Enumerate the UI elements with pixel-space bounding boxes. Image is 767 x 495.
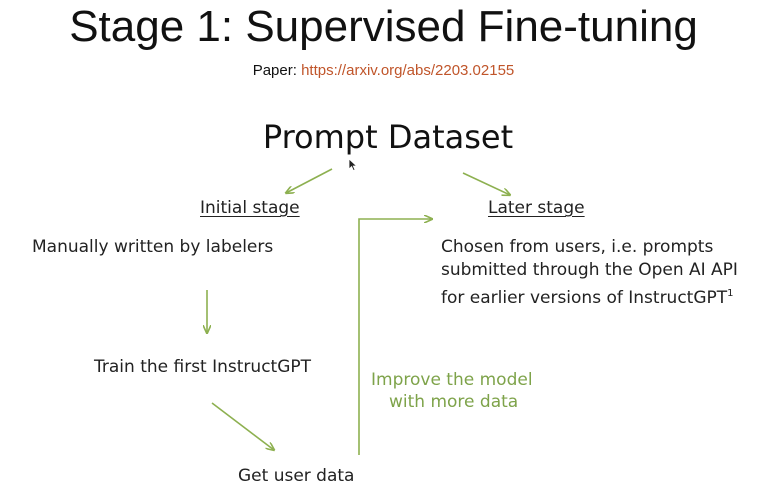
improve-model-label: Improve the model with more data: [371, 369, 533, 413]
footnote-marker: 1: [727, 288, 734, 299]
mouse-pointer-icon: [348, 158, 358, 172]
manually-written-step: Manually written by labelers: [32, 237, 274, 257]
paper-label: Paper:: [252, 62, 302, 79]
arrow-to-initial-stage: [286, 168, 333, 193]
improve-model-line: Improve the model: [371, 370, 533, 390]
arrow-loop-to-later-stage: [358, 219, 432, 455]
improve-model-line: with more data: [389, 392, 519, 412]
later-stage-line: submitted through the Open AI API: [441, 260, 738, 280]
arrow-to-later-stage: [462, 172, 510, 195]
initial-stage-heading: Initial stage: [200, 198, 300, 218]
slide-title: Stage 1: Supervised Fine-tuning: [69, 2, 698, 51]
paper-link[interactable]: https://arxiv.org/abs/2203.02155: [301, 62, 515, 79]
arrow-train-to-getdata: [211, 402, 274, 450]
train-instructgpt-step: Train the first InstructGPT: [94, 357, 312, 377]
later-stage-line-text: for earlier versions of InstructGPT: [441, 288, 728, 308]
later-stage-heading: Later stage: [488, 198, 585, 218]
later-stage-line: Chosen from users, i.e. prompts: [441, 237, 714, 257]
later-stage-line: for earlier versions of InstructGPT1: [441, 282, 738, 310]
later-stage-description: Chosen from users, i.e. prompts submitte…: [441, 236, 738, 310]
get-user-data-step: Get user data: [238, 466, 355, 486]
paper-reference: Paper: https://arxiv.org/abs/2203.02155: [0, 62, 767, 79]
prompt-dataset-heading: Prompt Dataset: [262, 118, 514, 156]
